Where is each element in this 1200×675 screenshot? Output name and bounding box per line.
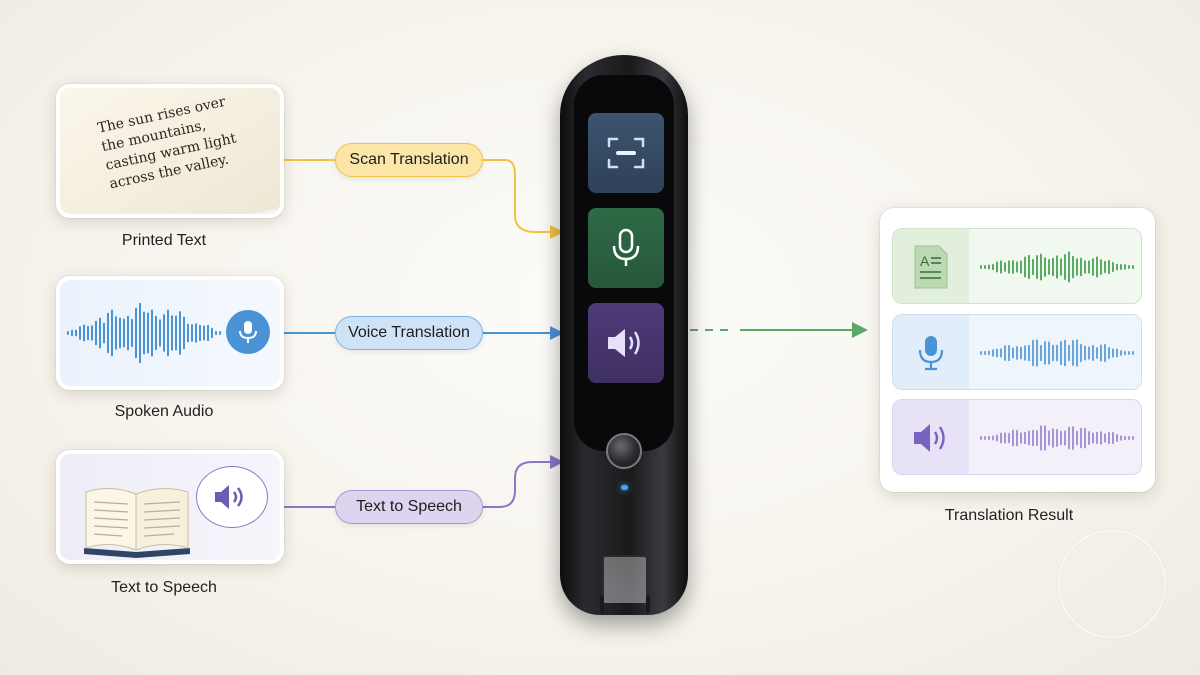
translation-result-label: Translation Result (944, 507, 1074, 524)
speaker-icon (608, 329, 640, 357)
pen-control-knob[interactable] (606, 433, 642, 469)
tts-card (56, 450, 284, 564)
text-to-speech-pill: Text to Speech (335, 490, 483, 524)
scan-mode-button[interactable] (588, 113, 664, 193)
result-row-text: A (892, 228, 1142, 304)
speaker-icon (215, 485, 243, 509)
scan-frame-icon (607, 137, 645, 169)
scan-translation-pill: Scan Translation (335, 143, 483, 177)
voice-mode-button[interactable] (588, 208, 664, 288)
pen-status-led (621, 485, 628, 490)
translation-result-panel: A (880, 208, 1155, 492)
tts-label: Text to Speech (111, 579, 217, 596)
microphone-icon (612, 228, 640, 266)
speaker-icon (914, 424, 945, 452)
pen-tip-leg (646, 595, 650, 613)
translation-pen (560, 55, 688, 615)
printed-text-card: The sun rises over the mountains, castin… (56, 84, 284, 218)
spoken-audio-card (56, 276, 284, 390)
voice-result-waveform (980, 339, 1134, 367)
pen-tip-leg (600, 595, 604, 613)
result-row-speech (892, 399, 1142, 475)
result-row-voice (892, 314, 1142, 390)
speaker-mode-button[interactable] (588, 303, 664, 383)
voice-translation-pill: Voice Translation (335, 316, 483, 350)
speech-result-waveform (980, 425, 1134, 451)
open-book-icon (84, 488, 190, 558)
text-result-waveform (980, 251, 1134, 283)
pen-scan-tip (602, 555, 648, 603)
svg-text:A: A (920, 253, 930, 269)
microphone-icon (226, 310, 270, 354)
speech-bubble (196, 466, 268, 528)
pen-screen (574, 75, 674, 451)
microphone-icon (918, 336, 944, 371)
watermark-circle (1058, 530, 1166, 638)
document-icon: A (914, 245, 948, 289)
audio-waveform (67, 302, 221, 364)
spoken-audio-label: Spoken Audio (114, 403, 214, 420)
printed-text-label: Printed Text (121, 232, 207, 249)
